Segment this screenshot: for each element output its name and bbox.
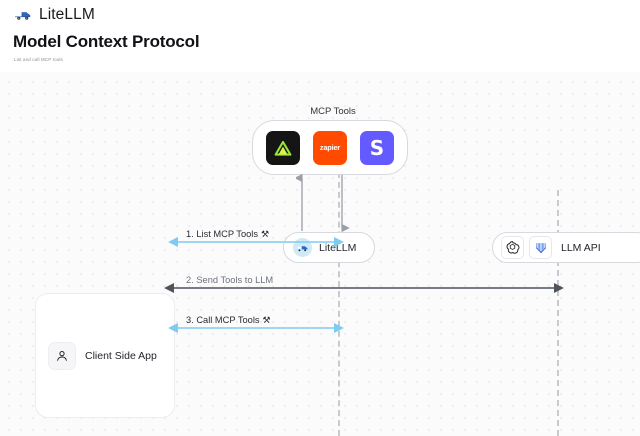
zapier-tool-icon[interactable]: zapier [313, 130, 347, 165]
brand-bar: LiteLLM [0, 0, 640, 30]
litellm-lifeline [338, 172, 340, 436]
mcp-tools-group-label: MCP Tools [310, 106, 356, 117]
page-header: Model Context Protocol List and call MCP… [13, 32, 200, 62]
message-2-text: 2. Send Tools to LLM [186, 275, 274, 285]
mcp-tools-group: zapier S [252, 120, 408, 175]
llm-api-node[interactable]: LLM API [492, 232, 640, 263]
message-3-text: 3. Call MCP Tools [186, 315, 260, 325]
message-2-label: 2. Send Tools to LLM [186, 275, 273, 285]
message-1-label: 1. List MCP Tools⚒ [186, 229, 269, 240]
page-subtitle: List and call MCP tools [14, 57, 63, 62]
message-arrows [164, 237, 564, 333]
llm-api-lifeline [557, 190, 559, 436]
slack-tool-icon[interactable]: S [360, 130, 394, 165]
llm-api-node-label: LLM API [561, 241, 601, 254]
mcp-litellm-arrows [296, 173, 350, 233]
brand-name: LiteLLM [39, 6, 95, 23]
openai-logo-icon [501, 236, 524, 259]
litellm-truck-logo-icon [15, 12, 31, 20]
slack-tool-label: S [369, 135, 385, 160]
client-side-app-node[interactable]: Client Side App [35, 293, 175, 418]
message-3-label: 3. Call MCP Tools⚒ [186, 315, 271, 326]
zapier-tool-label: zapier [319, 143, 341, 152]
client-side-app-label: Client Side App [85, 349, 157, 362]
page-title: Model Context Protocol [13, 32, 200, 51]
diagram-canvas: MCP Tools zapier S [0, 72, 640, 436]
tools-glyph-icon: ⚒ [261, 229, 270, 239]
gemini-logo-icon [529, 236, 552, 259]
triangle-tool-icon[interactable] [266, 130, 300, 165]
message-1-text: 1. List MCP Tools [186, 229, 258, 239]
tools-glyph-icon-2: ⚒ [262, 315, 271, 325]
user-person-icon [48, 341, 76, 370]
